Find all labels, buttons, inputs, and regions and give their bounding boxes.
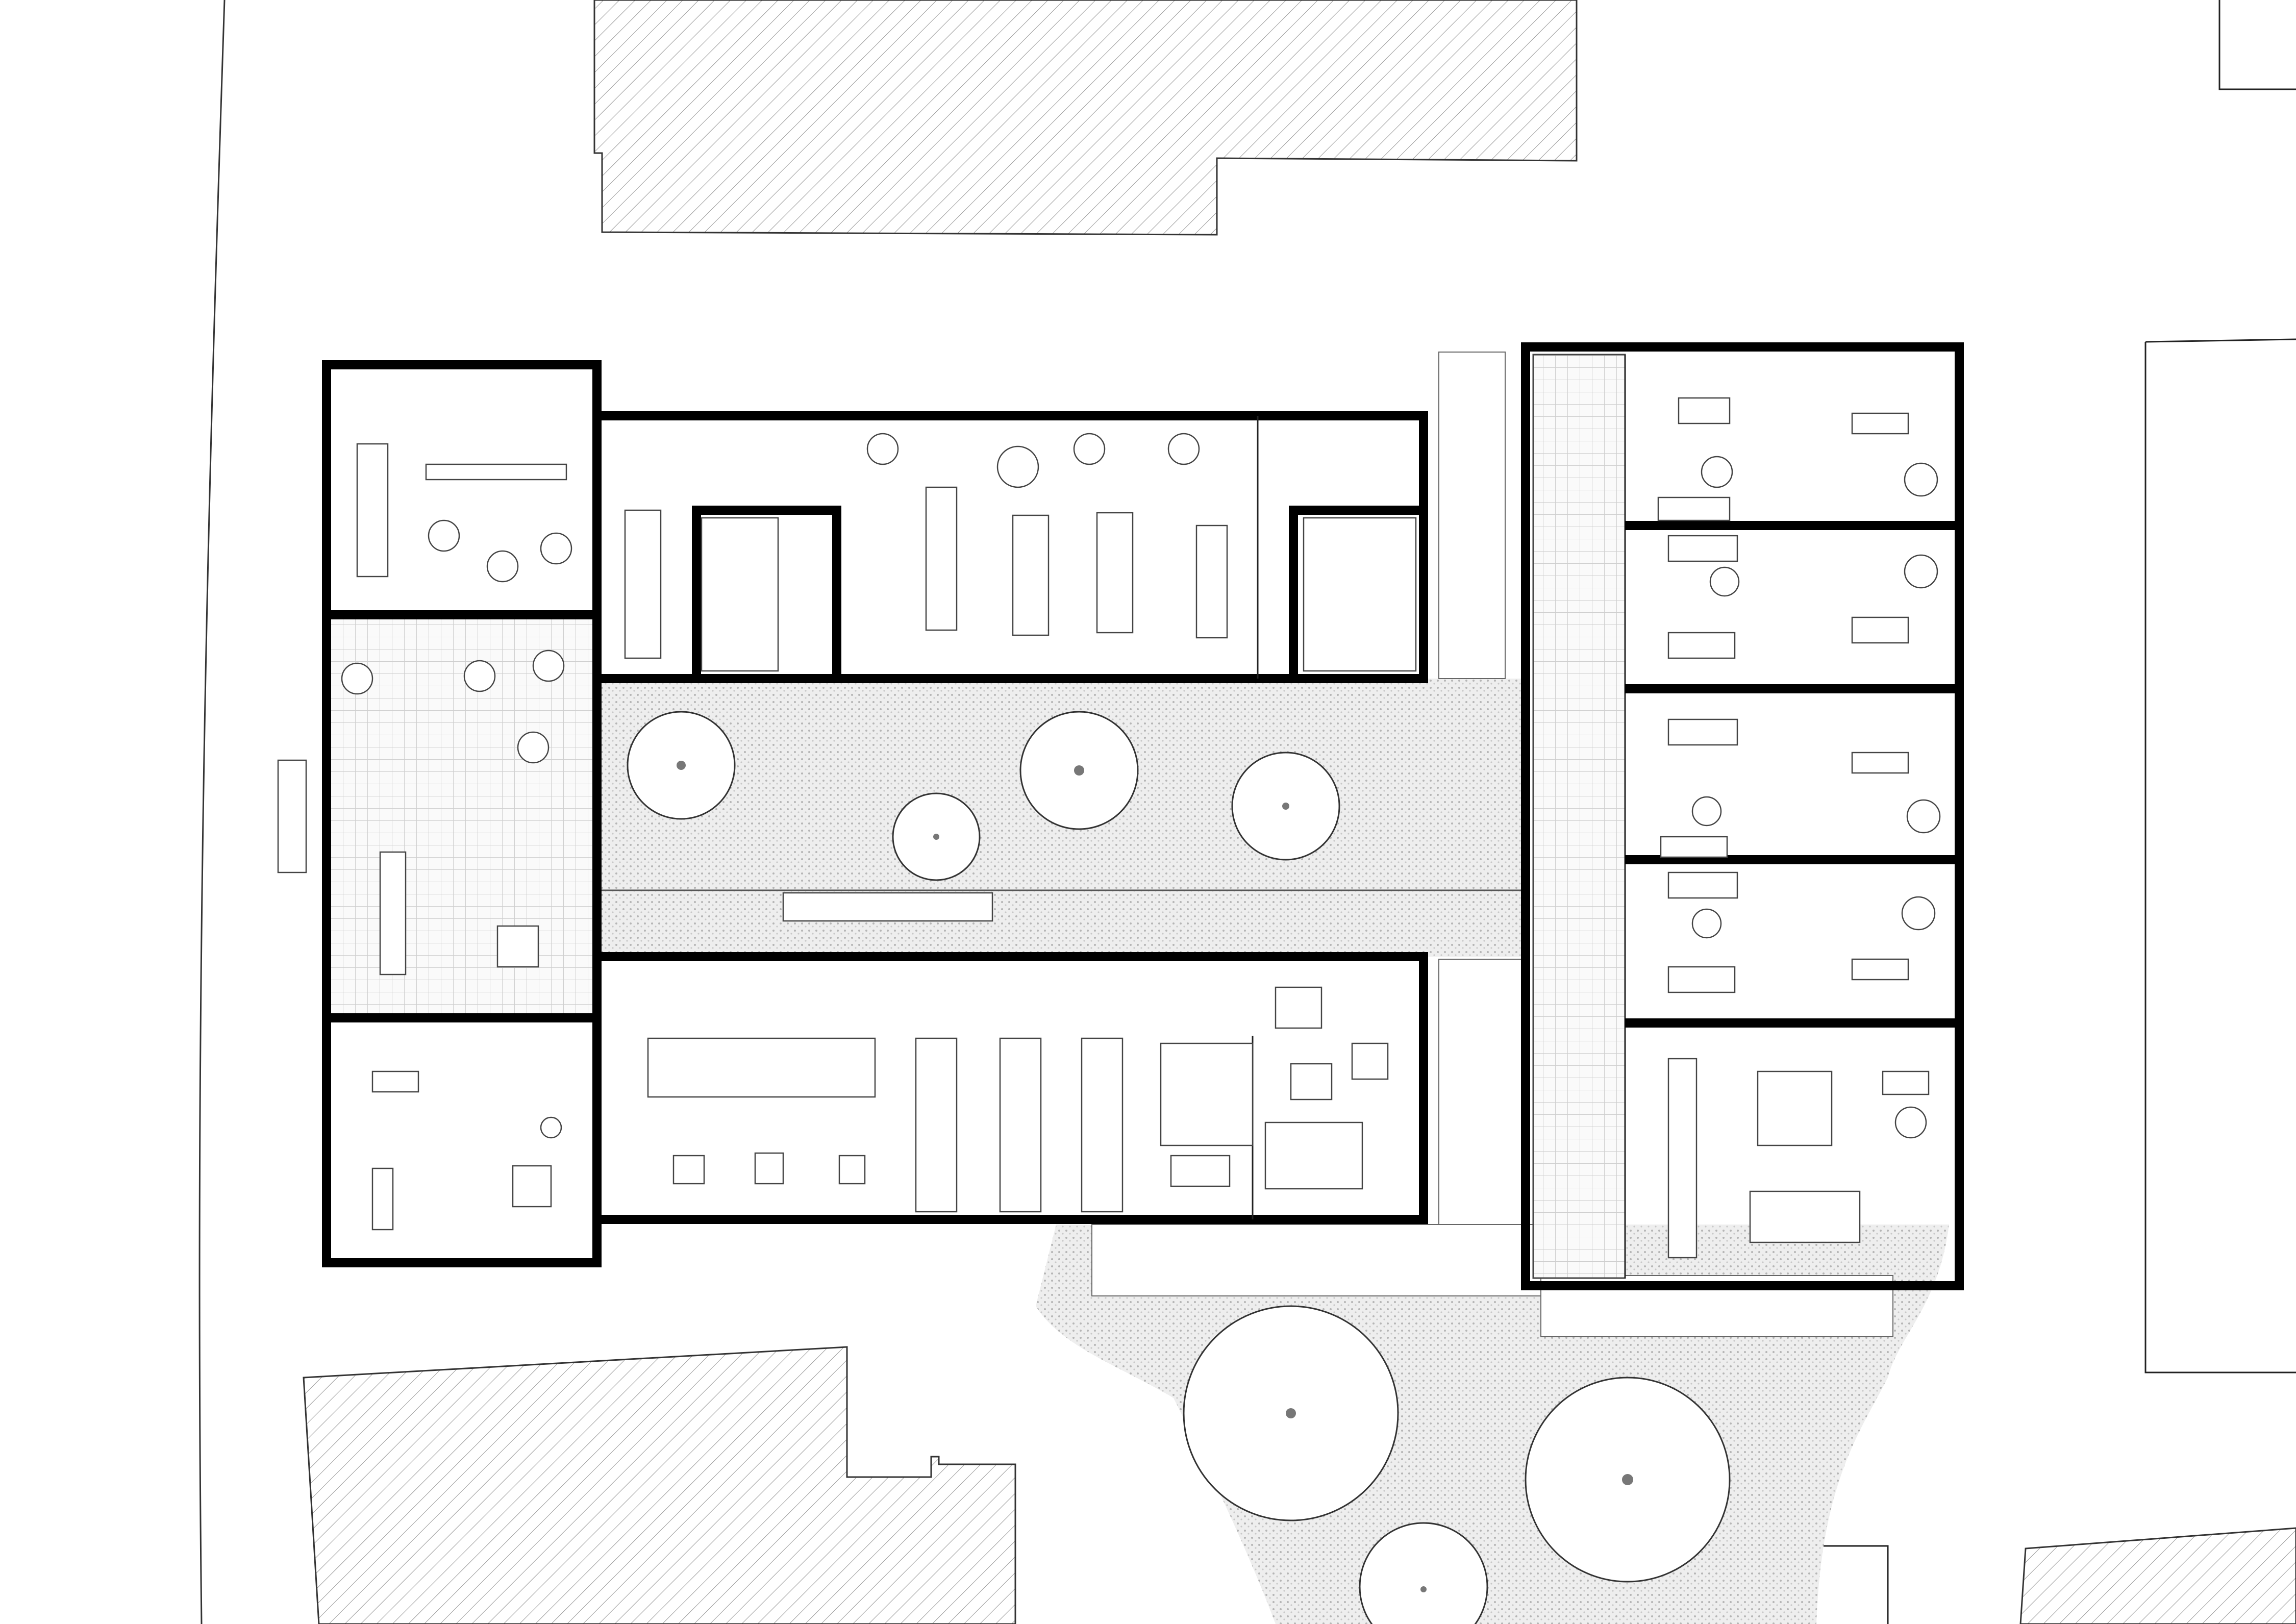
south-wing: [592, 952, 1428, 1224]
garden-tree: [1359, 1522, 1488, 1624]
neighbour-north: [593, 0, 2296, 236]
north-wing: [592, 411, 1428, 683]
east-wing: [1521, 342, 1964, 1290]
garden-tree: [1525, 1377, 1731, 1583]
courtyard-tree: [1019, 711, 1139, 830]
neighbour-east: [2144, 338, 2296, 1373]
west-wing: [277, 360, 602, 1267]
courtyard-tree: [892, 792, 981, 881]
courtyard-tree: [627, 711, 736, 820]
stair: [701, 517, 1417, 672]
garden-tree: [1183, 1305, 1399, 1521]
unit-furniture: [1657, 397, 1941, 1259]
tables-group: [624, 433, 1228, 659]
courtyard: [597, 679, 1526, 957]
site-boundary: [198, 0, 226, 1624]
tables-group: [647, 986, 1389, 1213]
courtyard-tree: [1231, 752, 1340, 861]
neighbour-south-west: [303, 1346, 1016, 1624]
courtyard-steps: [782, 892, 993, 922]
tables-group: [341, 443, 572, 1231]
